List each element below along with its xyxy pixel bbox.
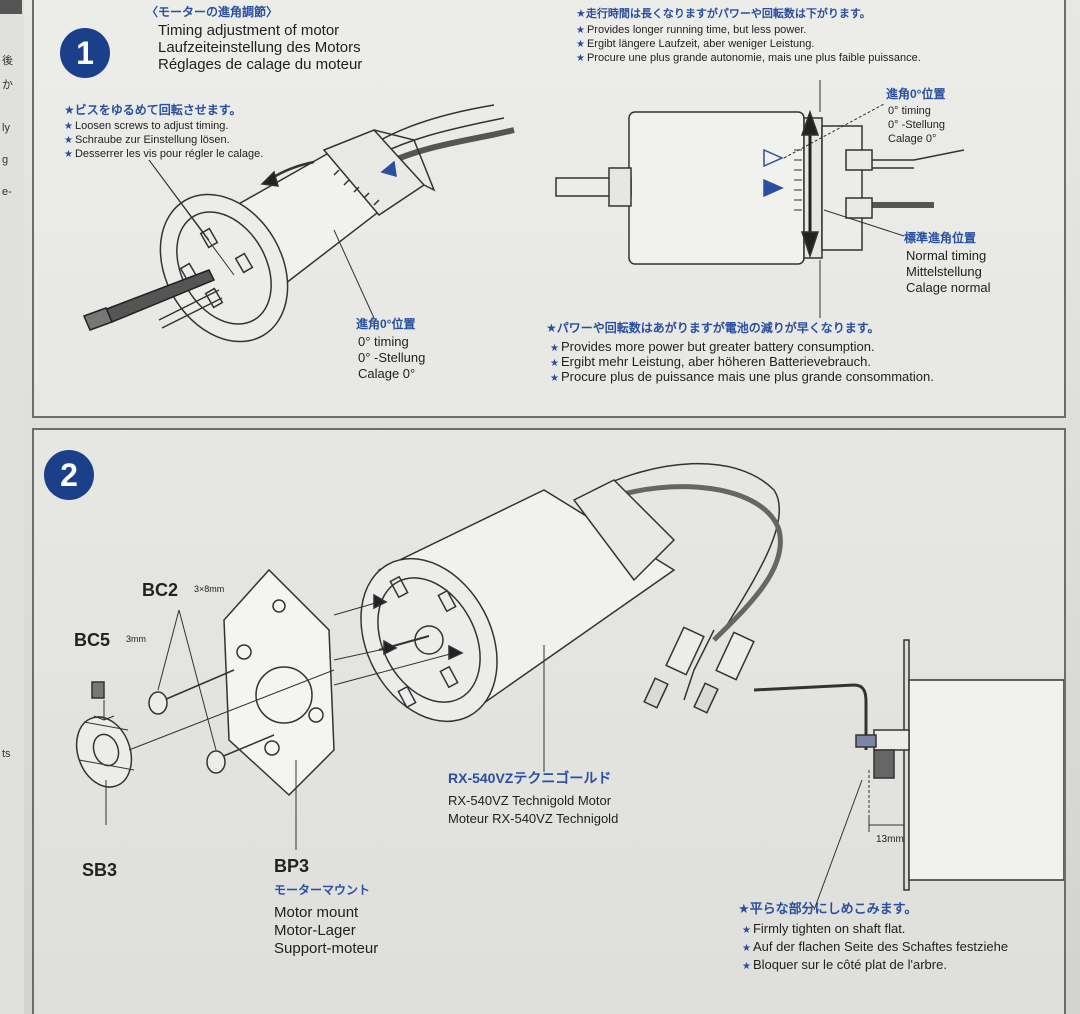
zero-timing-de: 0° -Stellung bbox=[358, 350, 426, 365]
tighten-de: Auf der flachen Seite des Schaftes festz… bbox=[742, 939, 1008, 955]
mount-en: Motor mount bbox=[274, 904, 359, 921]
margin-tab bbox=[0, 0, 22, 14]
zero2-timing-en: 0° timing bbox=[888, 105, 931, 117]
part-bc2-label: BC2 bbox=[142, 580, 179, 600]
tighten-jp: ★平らな部分にしめこみます。 bbox=[738, 901, 918, 916]
part-sb3-label: SB3 bbox=[82, 860, 118, 880]
margin-text: ly bbox=[2, 122, 10, 134]
step1-badge: 1 bbox=[60, 28, 110, 78]
screws-jp: ★ビスをゆるめて回転させます。 bbox=[64, 103, 242, 117]
margin-text: g bbox=[2, 154, 9, 166]
longer-en: Provides longer running time, but less p… bbox=[576, 24, 807, 37]
power-jp: ★パワーや回転数はあがりますが電池の減りが早くなります。 bbox=[546, 321, 880, 335]
mount-fr: Support-moteur bbox=[274, 940, 379, 957]
screws-de: Schraube zur Einstellung lösen. bbox=[64, 134, 230, 147]
zero-timing-en: 0° timing bbox=[358, 334, 409, 349]
zero-timing-fr: Calage 0° bbox=[358, 366, 416, 381]
zero-timing-jp: 進角0°位置 bbox=[356, 317, 416, 331]
step1-title-de: Laufzeiteinstellung des Motors bbox=[158, 39, 361, 56]
step1-title-en: Timing adjustment of motor bbox=[158, 22, 340, 39]
normal-timing-en: Normal timing bbox=[906, 248, 987, 263]
part-bc5-size: 3mm bbox=[126, 634, 146, 644]
zero2-timing-fr: Calage 0° bbox=[888, 133, 937, 145]
step2-panel: 2 bbox=[32, 428, 1066, 1014]
tighten-fr: Bloquer sur le côté plat de l'arbre. bbox=[742, 957, 947, 973]
step1-title-fr: Réglages de calage du moteur bbox=[158, 56, 363, 73]
left-margin: 後 か ly g e- ts bbox=[0, 0, 24, 1014]
step2-illustration bbox=[75, 462, 1064, 911]
zero2-timing-de: 0° -Stellung bbox=[888, 119, 945, 131]
normal-timing-jp: 標準進角位置 bbox=[904, 231, 977, 245]
power-de: Ergibt mehr Leistung, aber höheren Batte… bbox=[550, 354, 871, 370]
screws-fr: Desserrer les vis pour régler le calage. bbox=[64, 148, 263, 161]
normal-timing-fr: Calage normal bbox=[906, 280, 991, 295]
power-en: Provides more power but greater battery … bbox=[550, 339, 875, 355]
margin-text: 後 bbox=[2, 55, 13, 67]
motor-name-en: RX-540VZ Technigold Motor bbox=[448, 793, 612, 808]
part-bc2-size: 3×8mm bbox=[194, 584, 225, 594]
part-bc5-label: BC5 bbox=[74, 630, 111, 650]
mount-de: Motor-Lager bbox=[274, 922, 356, 939]
mount-jp: モーターマウント bbox=[274, 883, 371, 897]
step2-badge: 2 bbox=[44, 450, 94, 500]
step1-illustration bbox=[82, 80, 965, 343]
margin-text: か bbox=[2, 79, 13, 91]
longer-jp: ★走行時間は長くなりますがパワーや回転数は下がります。 bbox=[576, 8, 871, 20]
tighten-en: Firmly tighten on shaft flat. bbox=[742, 921, 905, 937]
longer-de: Ergibt längere Laufzeit, aber weniger Le… bbox=[576, 38, 814, 51]
motor-name-fr: Moteur RX-540VZ Technigold bbox=[448, 811, 619, 826]
longer-fr: Procure une plus grande autonomie, mais … bbox=[576, 52, 921, 65]
part-bp3-label: BP3 bbox=[274, 856, 310, 876]
step1-panel: 1 〈モーターの進角調節〉 Timing adjustment of motor… bbox=[32, 0, 1066, 418]
zero2-timing-jp: 進角0°位置 bbox=[886, 87, 946, 101]
motor-name-jp: RX-540VZテクニゴールド bbox=[448, 770, 612, 786]
normal-timing-de: Mittelstellung bbox=[906, 264, 982, 279]
margin-text: e- bbox=[2, 186, 12, 198]
margin-text: ts bbox=[2, 748, 11, 760]
dimension-label: 13mm bbox=[876, 834, 904, 845]
step1-title-jp: 〈モーターの進角調節〉 bbox=[146, 5, 279, 19]
screws-en: Loosen screws to adjust timing. bbox=[64, 120, 228, 133]
power-fr: Procure plus de puissance mais une plus … bbox=[550, 369, 934, 385]
